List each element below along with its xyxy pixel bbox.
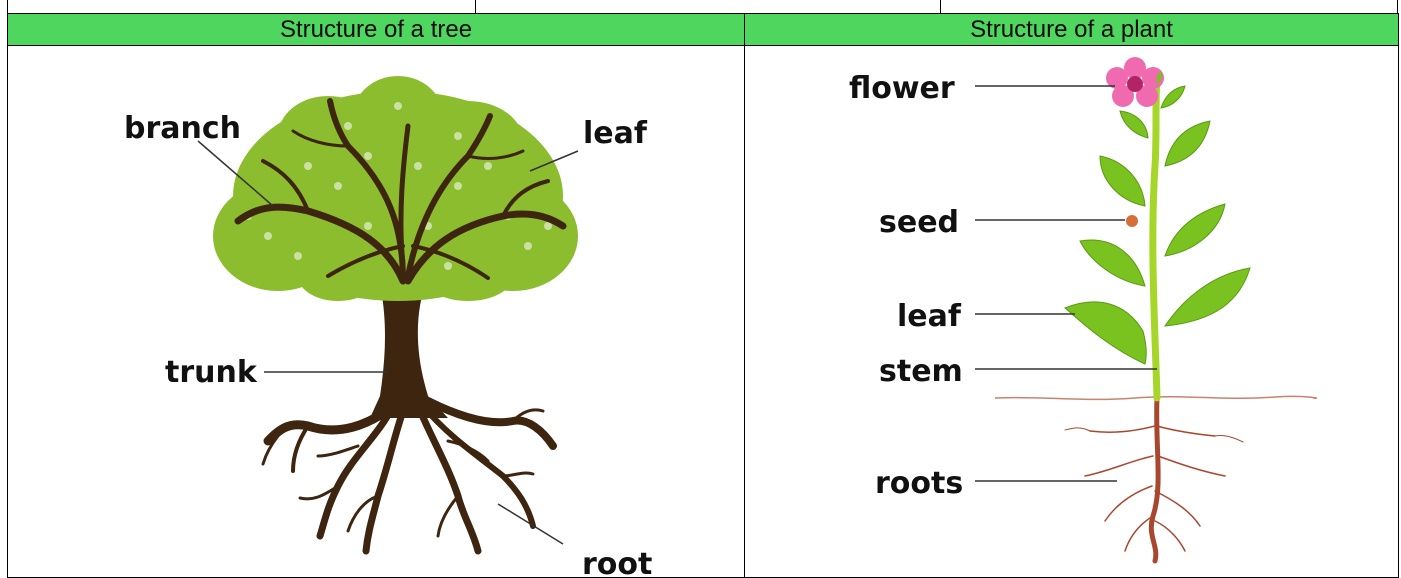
plant-label-stem: stem [879, 354, 963, 389]
top-border-strip [7, 0, 1398, 13]
plant-seed [1126, 215, 1138, 227]
plant-flower [1106, 57, 1164, 107]
tree-roots [263, 401, 553, 551]
plant-leader-lines [975, 86, 1157, 481]
tree-label-branch: branch [124, 111, 241, 146]
tree-label-leaf: leaf [583, 116, 648, 151]
tree-label-trunk: trunk [165, 355, 258, 390]
plant-stem [1153, 76, 1157, 398]
plant-roots [1065, 398, 1243, 561]
plant-diagram: flower seed leaf stem roots [745, 46, 1398, 576]
tree-diagram: branch leaf trunk root [8, 46, 744, 576]
worksheet: Structure of a tree Structure of a plant [7, 0, 1398, 577]
tree-column-header: Structure of a tree [8, 14, 745, 46]
structure-table: Structure of a tree Structure of a plant [7, 13, 1399, 578]
plant-column-header: Structure of a plant [745, 14, 1399, 46]
plant-label-leaf: leaf [897, 299, 962, 334]
plant-label-roots: roots [875, 466, 963, 501]
tree-label-root: root [582, 547, 652, 576]
plant-label-seed: seed [879, 205, 959, 240]
tree-cell: branch leaf trunk root [8, 46, 745, 578]
plant-cell: flower seed leaf stem roots [745, 46, 1399, 578]
plant-label-flower: flower [849, 71, 955, 106]
